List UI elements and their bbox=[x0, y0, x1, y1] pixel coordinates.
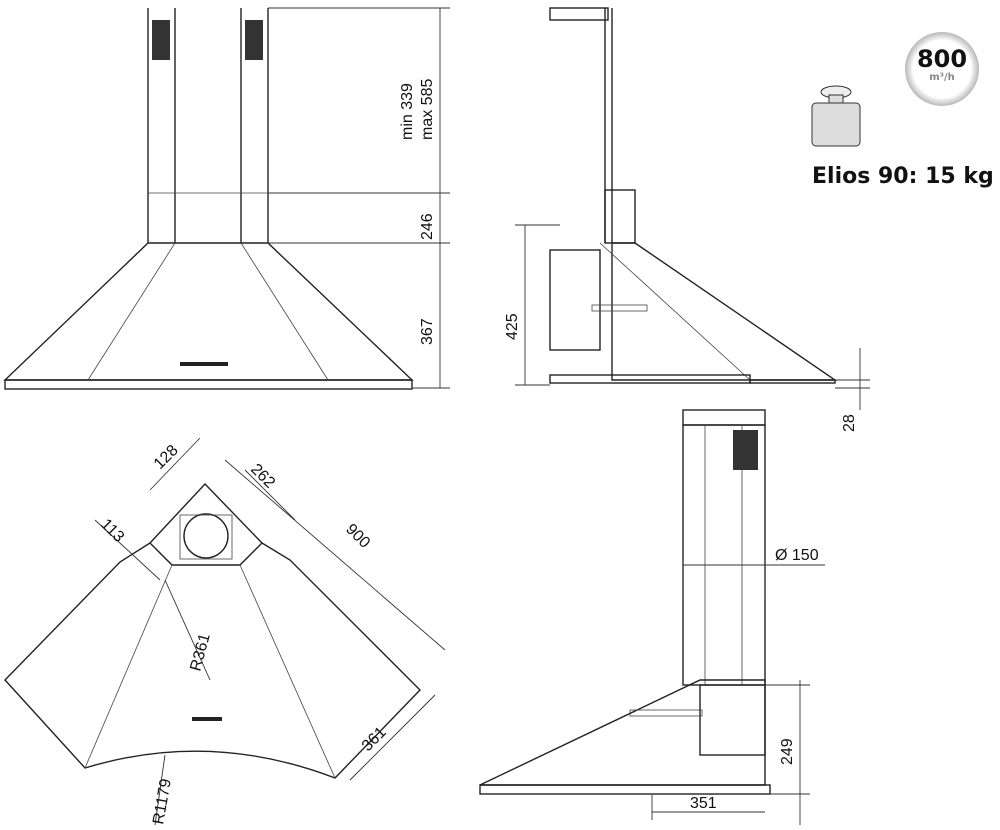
dim-246: 246 bbox=[419, 213, 436, 240]
airflow-unit: m³/h bbox=[929, 72, 955, 83]
dim-diameter: Ø 150 bbox=[775, 547, 819, 564]
weight-value: 15 kg bbox=[925, 164, 994, 189]
side-view-2: Ø 150 249 351 bbox=[479, 409, 825, 825]
airflow-value: 800 bbox=[916, 45, 968, 73]
dim-128: 128 bbox=[151, 442, 182, 473]
dim-113: 113 bbox=[97, 516, 127, 546]
weight-spec: Elios 90: 15 kg bbox=[812, 164, 994, 189]
weight-icon bbox=[811, 85, 861, 147]
dim-367: 367 bbox=[419, 318, 436, 345]
side-view: 425 28 bbox=[504, 7, 870, 432]
dim-max: max 585 bbox=[419, 79, 436, 140]
dim-900: 900 bbox=[342, 521, 373, 552]
dim-361: 361 bbox=[359, 724, 390, 755]
dim-28: 28 bbox=[841, 414, 858, 432]
front-view: min 339 max 585 246 367 bbox=[3, 7, 450, 390]
dim-425: 425 bbox=[504, 313, 521, 340]
vent-slots bbox=[245, 20, 263, 60]
model-label: Elios 90: bbox=[812, 164, 918, 189]
plan-view: 128 113 262 900 R361 361 R1179 bbox=[4, 437, 446, 826]
dim-min: min 339 bbox=[399, 83, 416, 140]
dim-351: 351 bbox=[690, 795, 717, 812]
dim-249: 249 bbox=[779, 738, 796, 765]
dim-r1179: R1179 bbox=[150, 777, 175, 825]
dim-262: 262 bbox=[247, 461, 278, 492]
airflow-badge: 800 m³/h bbox=[905, 32, 979, 106]
vent-slots bbox=[152, 20, 170, 60]
